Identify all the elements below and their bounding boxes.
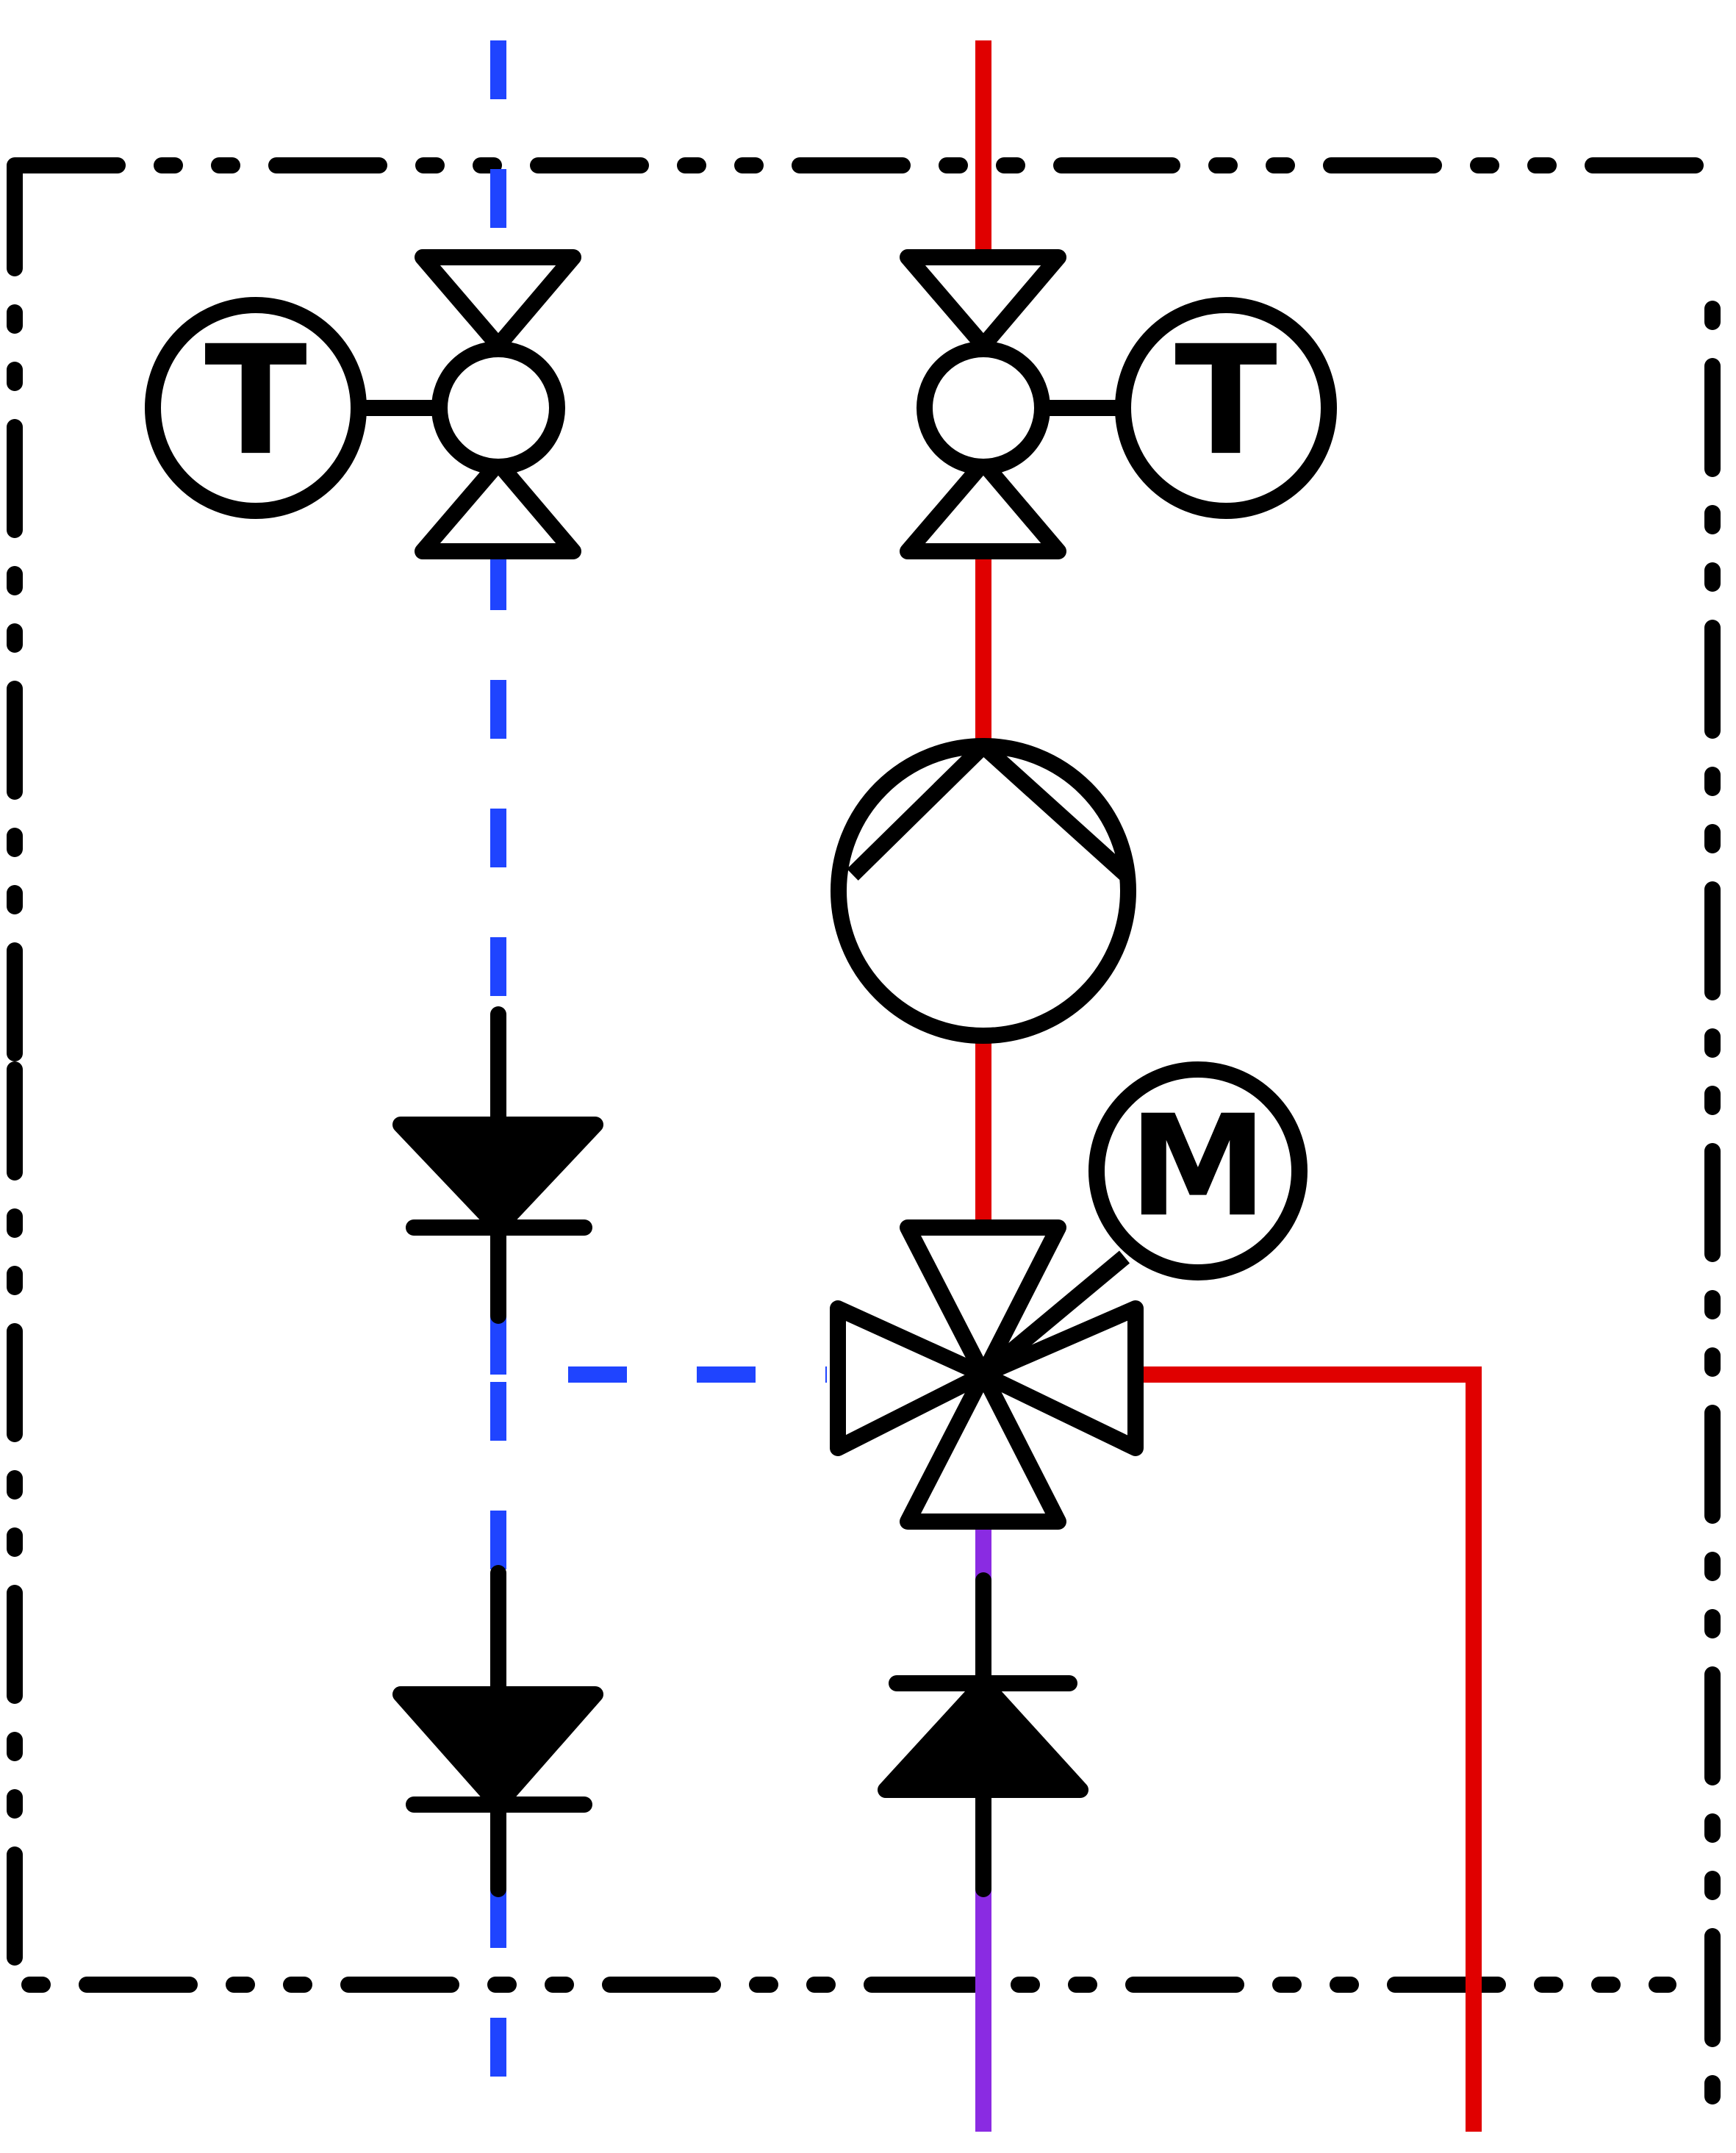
supply-line (975, 40, 1482, 2132)
right-ball-valve (900, 249, 1125, 559)
check-valve-upper-left (392, 1117, 603, 1236)
check-valve-lower-left (392, 1686, 603, 1813)
circulation-pump (831, 738, 1136, 1044)
right-thermometer: T (1115, 297, 1337, 519)
left-ball-valve (356, 249, 581, 559)
motor-actuator: M (1088, 1061, 1308, 1280)
three-way-mixing-valve (830, 1219, 1144, 1530)
motor-label: M (1128, 1085, 1267, 1247)
left-thermometer: T (145, 297, 367, 519)
module-boundary (7, 157, 1728, 2140)
black-pipe-segments (490, 1006, 991, 1897)
right-thermometer-label: T (1174, 314, 1277, 489)
return-line (490, 40, 827, 2132)
left-thermometer-label: T (204, 314, 307, 489)
check-valve-right (878, 1675, 1088, 1798)
